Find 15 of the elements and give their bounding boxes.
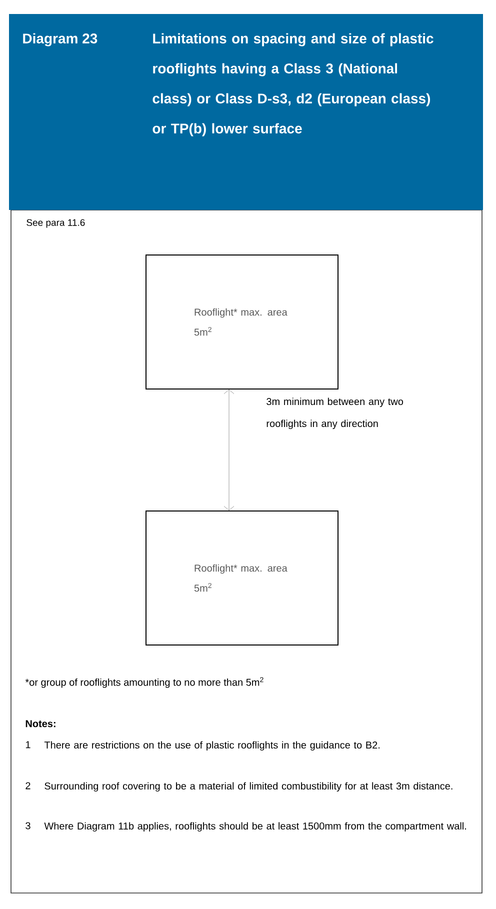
note-number: 3 <box>26 822 30 830</box>
rooflight-box: Rooflight* max. area 5m$^{2}$ <box>146 254 338 390</box>
notes-heading: Notes: <box>26 720 56 728</box>
edge-label: 3m minimum between any two rooflights in any direction <box>266 398 404 430</box>
note-text: There are restrictions on the use of plastic rooflights in the guidance to B2. <box>44 741 380 751</box>
note-text: Where Diagram 11b applies, rooflights should be at least 1500mm from the compartment wall. <box>44 822 466 832</box>
diagram-number: Diagram 23 <box>23 33 98 46</box>
double-arrow <box>224 390 234 510</box>
note-number: 1 <box>26 741 30 748</box>
rooflight-box: Rooflight* max. area 5m$^{2}$ <box>146 510 338 646</box>
note-number: 2 <box>26 782 30 790</box>
footnote: *or group of rooflights amounting to no more than 5m$^{2}$ <box>25 677 264 688</box>
note-text: Surrounding roof covering to be a material of limited combustibility for at least 3m distance. <box>44 782 452 792</box>
title-text: Limitations on spacing and size of plastic rooflights having a Class 3 (National class) or Class D-s3, d2 (European class) or TP(b) lower surface <box>152 33 434 136</box>
reference-note: See para 11.6 <box>26 219 85 228</box>
